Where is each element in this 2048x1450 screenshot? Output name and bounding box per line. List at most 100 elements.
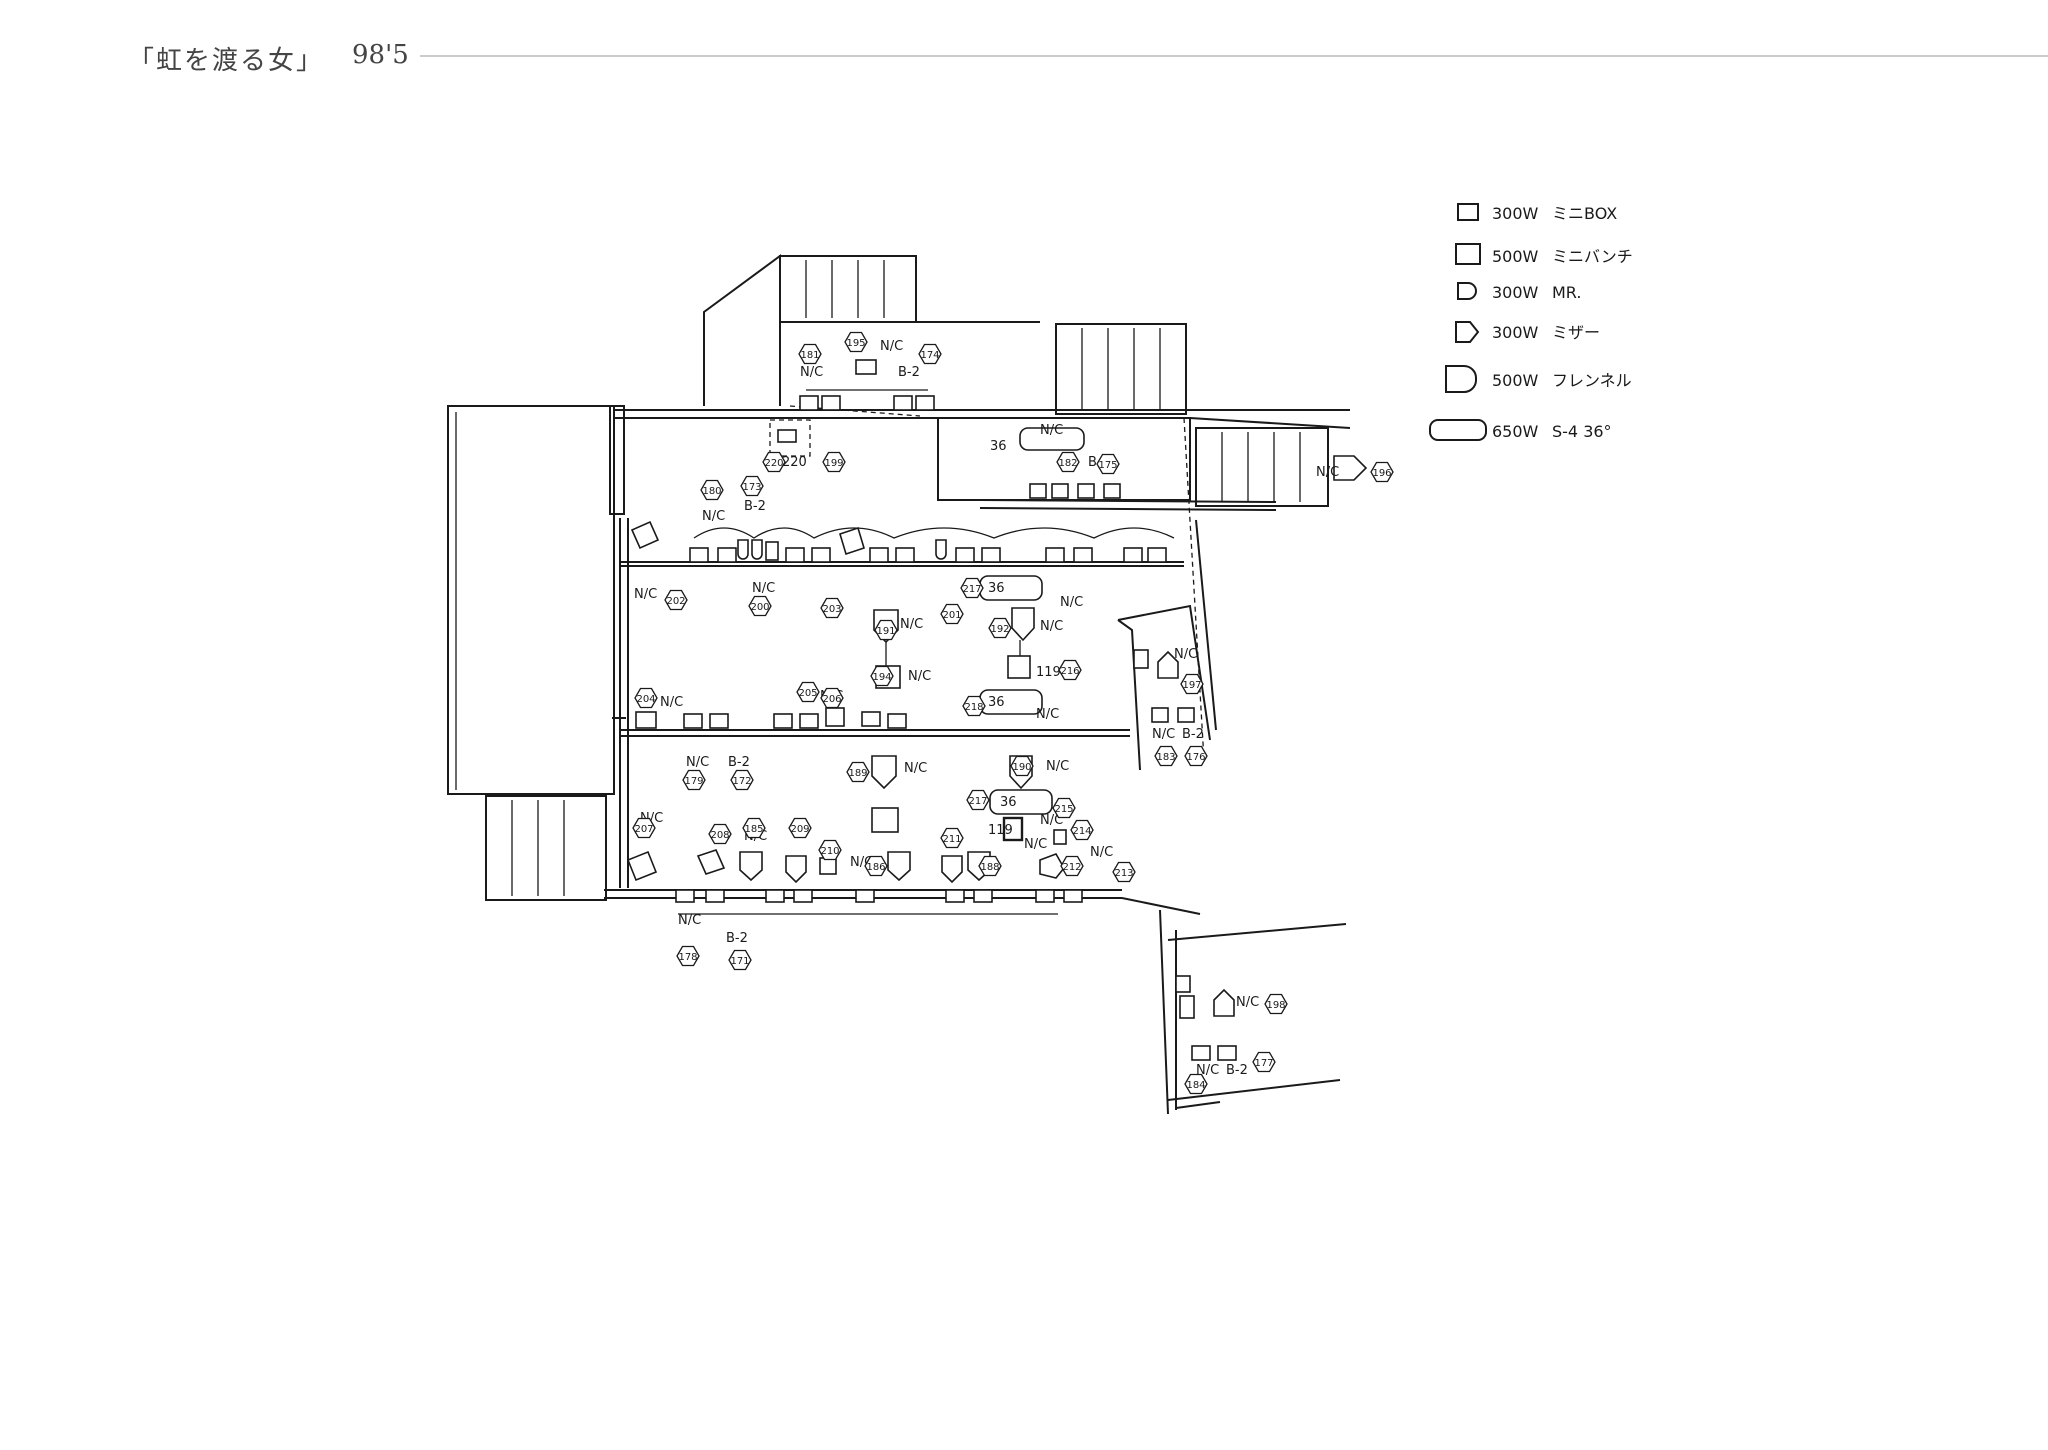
circuit-hexagon	[1060, 855, 1084, 877]
circuit-marker: 204	[634, 687, 658, 709]
circuit-number: 190	[1012, 762, 1031, 773]
circuit-number: 208	[710, 830, 729, 841]
mizar-fixture	[1039, 853, 1065, 879]
mini-box-fixture	[1051, 483, 1069, 499]
nc-label: N/C	[1316, 465, 1339, 480]
mini-box-fixture	[973, 889, 993, 903]
mini-bunch-fixture	[1179, 995, 1195, 1019]
circuit-hexagon	[820, 687, 844, 709]
fresnel-fixture	[1157, 650, 1179, 679]
mini-box-fixture	[1217, 1045, 1237, 1061]
dashed-partition	[1183, 417, 1205, 761]
legend-name: ミザー	[1552, 323, 1600, 342]
mini-box-fixture	[717, 547, 737, 563]
circuit-marker: 205	[796, 681, 820, 703]
circuit-number: 192	[990, 624, 1009, 635]
circuit-number: 207	[634, 824, 653, 835]
circuit-number: 196	[1372, 468, 1391, 479]
circuit-number: 215	[1054, 804, 1073, 815]
fresnel-fixture	[941, 855, 963, 884]
circuit-number: 217	[968, 796, 987, 807]
fresnel-fixture	[739, 851, 763, 882]
circuit-marker: 199	[822, 451, 846, 473]
circuit-marker: 172	[730, 769, 754, 791]
circuit-number: 177	[1254, 1058, 1273, 1069]
legend-item-mizar: 300W ミザー	[1455, 321, 1600, 343]
mini-bunch-fixture	[1002, 816, 1024, 842]
mini-box-fixture	[765, 541, 779, 561]
circuit-marker: 180	[700, 479, 724, 501]
circuit-marker: 213	[1112, 861, 1136, 883]
circuit-number: 179	[684, 776, 703, 787]
circuit-marker: 198	[1264, 993, 1288, 1015]
circuit-marker: 183	[1154, 745, 1178, 767]
circuit-marker: 207	[632, 817, 656, 839]
nc-label: N/C	[1040, 423, 1063, 438]
mini-box-fixture	[1045, 547, 1065, 563]
circuit-hexagon	[740, 475, 764, 497]
circuit-marker: 177	[1252, 1051, 1276, 1073]
circuit-marker: 171	[728, 949, 752, 971]
nc-label: N/C	[1036, 707, 1059, 722]
mizar-fixture	[696, 849, 726, 875]
mini-box-fixture	[1103, 483, 1121, 499]
mini-box-fixture	[765, 889, 785, 903]
mini-box-fixture	[895, 547, 915, 563]
b2-label: B-2	[898, 365, 920, 380]
circuit-number: 184	[1186, 1080, 1205, 1091]
mini-box-fixture	[793, 889, 813, 903]
circuit-number: 213	[1114, 868, 1133, 879]
circuit-hexagon	[700, 479, 724, 501]
circuit-marker: 218	[962, 695, 986, 717]
fresnel-fixture	[1333, 455, 1368, 481]
legend-name: ミニBOX	[1552, 204, 1617, 223]
circuit-hexagon	[844, 331, 868, 353]
mr-fixture	[751, 539, 763, 560]
circuit-marker: 196	[1370, 461, 1394, 483]
circuit-marker: 179	[682, 769, 706, 791]
mizar-fixture	[626, 850, 658, 882]
mini-bunch-fixture	[819, 857, 837, 875]
circuit-hexagon	[870, 665, 894, 687]
legend-wattage: 300W	[1492, 283, 1539, 302]
circuit-marker: 188	[978, 855, 1002, 877]
mini-bunch-fixture	[1007, 655, 1031, 679]
nc-label: N/C	[634, 587, 657, 602]
s4-degree-label: 36	[990, 439, 1007, 454]
circuit-number: 182	[1058, 458, 1077, 469]
circuit-marker: 181	[798, 343, 822, 365]
circuit-number: 204	[636, 694, 655, 705]
top-stair-block	[779, 255, 917, 323]
circuit-hexagon	[748, 595, 772, 617]
circuit-marker: 174	[918, 343, 942, 365]
circuit-marker: 202	[664, 589, 688, 611]
circuit-marker: 182	[1056, 451, 1080, 473]
mini-box-fixture	[821, 395, 841, 411]
circuit-hexagon	[742, 817, 766, 839]
mizar-fixture	[630, 520, 660, 550]
legend-wattage: 300W	[1492, 204, 1539, 223]
bottom-right-step	[1121, 897, 1201, 915]
nc-label: N/C	[678, 913, 701, 928]
circuit-number: 217	[962, 584, 981, 595]
nc-label: N/C	[1174, 647, 1197, 662]
circuit-hexagon	[1010, 755, 1034, 777]
circuit-number: 197	[1182, 680, 1201, 691]
s4-light-icon	[1429, 419, 1487, 441]
circuit-marker: 194	[870, 665, 894, 687]
circuit-marker: 214	[1070, 819, 1094, 841]
circuit-hexagon	[1096, 453, 1120, 475]
circuit-hexagon	[940, 603, 964, 625]
circuit-hexagon	[818, 839, 842, 861]
fresnel-fixture	[1011, 607, 1035, 642]
circuit-marker: 195	[844, 331, 868, 353]
left-wall-block	[447, 405, 615, 795]
b2-label: B-2	[1226, 1063, 1248, 1078]
circuit-marker: 209	[788, 817, 812, 839]
circuit-hexagon	[960, 577, 984, 599]
legend-wattage: 300W	[1492, 323, 1539, 342]
b2-label: B-2	[726, 931, 748, 946]
mini-box-fixture	[773, 713, 793, 729]
mini-box-fixture	[915, 395, 935, 411]
